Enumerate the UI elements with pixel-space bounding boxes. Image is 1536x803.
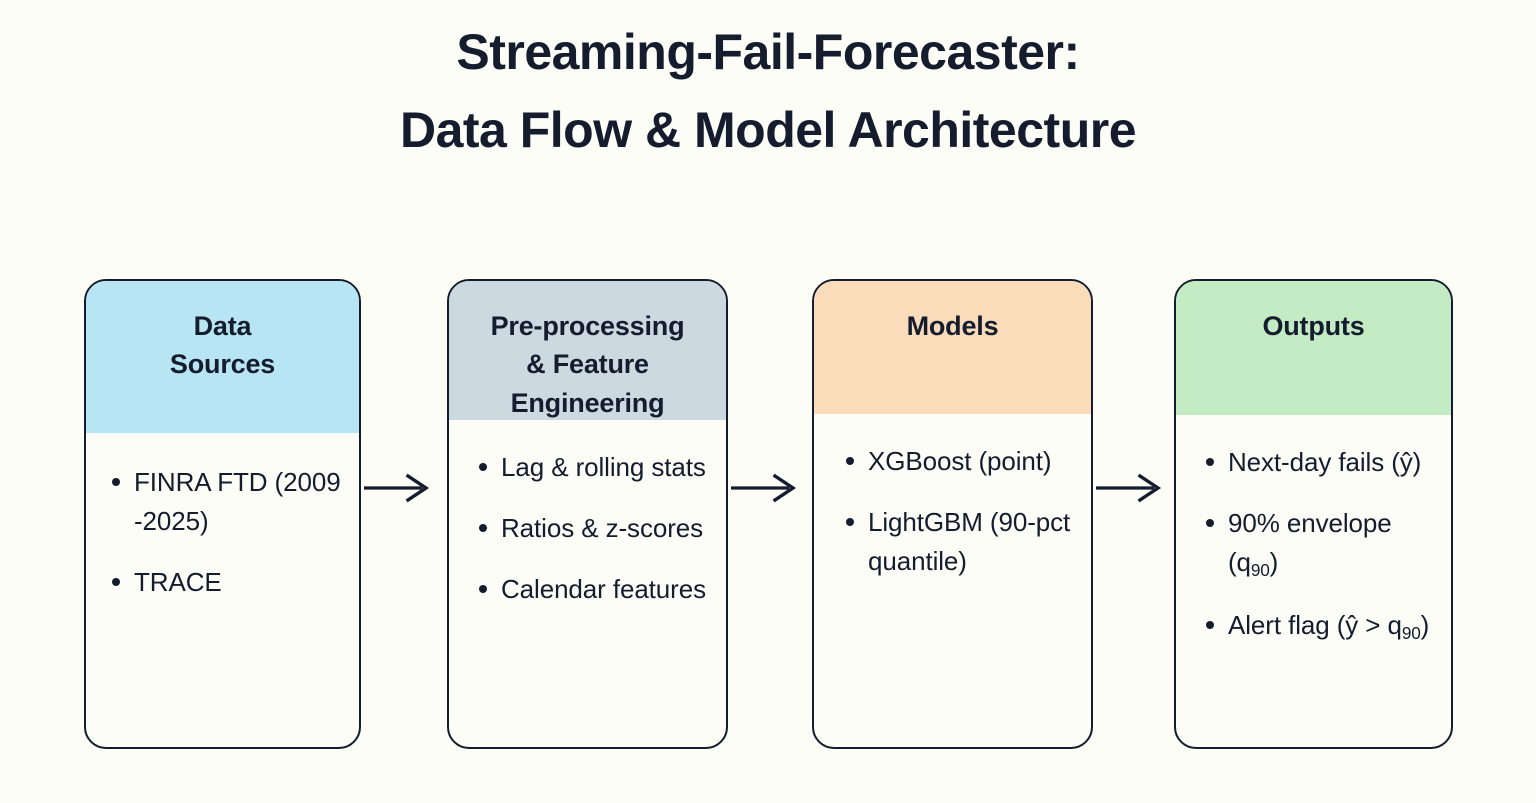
header-line: Engineering	[510, 387, 665, 418]
flow-card-models: Models XGBoost (point) LightGBM (90-pct …	[812, 279, 1093, 749]
list-item: XGBoost (point)	[842, 442, 1077, 481]
header-line: Models	[906, 311, 999, 341]
flow-card-data-sources: Data Sources FINRA FTD (2009 -2025) TRAC…	[84, 279, 361, 749]
flow-card-header-data-sources: Data Sources	[86, 281, 359, 433]
header-line: Data	[193, 311, 252, 341]
list-item: Ratios & z-scores	[475, 509, 712, 548]
list-item: Calendar features	[475, 570, 712, 609]
page-title: Streaming-Fail-Forecaster: Data Flow & M…	[0, 14, 1536, 169]
header-line: Sources	[169, 349, 276, 380]
flow-card-outputs: Outputs Next-day fails (ŷ) 90% envelope …	[1174, 279, 1453, 749]
bullet-list-outputs: Next-day fails (ŷ) 90% envelope (q90) Al…	[1202, 443, 1437, 646]
header-line: Pre-processing	[490, 311, 685, 341]
page-title-line-2: Data Flow & Model Architecture	[399, 101, 1137, 158]
arrow-right-icon	[364, 473, 432, 503]
list-item: Next-day fails (ŷ)	[1202, 443, 1437, 482]
bullet-list-preprocessing: Lag & rolling stats Ratios & z-scores Ca…	[475, 448, 712, 609]
header-line: Outputs	[1262, 311, 1365, 341]
flow-card-header-preprocessing: Pre-processing & Feature Engineering	[449, 281, 726, 420]
list-item: 90% envelope (q90)	[1202, 504, 1437, 584]
list-item: TRACE	[108, 563, 345, 602]
list-item: LightGBM (90-pct quantile)	[842, 503, 1077, 581]
list-item: FINRA FTD (2009 -2025)	[108, 463, 345, 541]
flow-card-header-models: Models	[814, 281, 1091, 414]
flow-card-preprocessing: Pre-processing & Feature Engineering Lag…	[447, 279, 728, 749]
bullet-list-data-sources: FINRA FTD (2009 -2025) TRACE	[108, 463, 345, 602]
flow-diagram: Data Sources FINRA FTD (2009 -2025) TRAC…	[0, 279, 1536, 751]
flow-card-body-models: XGBoost (point) LightGBM (90-pct quantil…	[814, 414, 1091, 747]
flow-card-body-outputs: Next-day fails (ŷ) 90% envelope (q90) Al…	[1176, 415, 1451, 747]
bullet-list-models: XGBoost (point) LightGBM (90-pct quantil…	[842, 442, 1077, 581]
flow-card-header-outputs: Outputs	[1176, 281, 1451, 415]
arrow-right-icon	[1096, 473, 1164, 503]
list-item: Lag & rolling stats	[475, 448, 712, 487]
list-item: Alert flag (ŷ > q90)	[1202, 606, 1437, 647]
flow-card-body-data-sources: FINRA FTD (2009 -2025) TRACE	[86, 433, 359, 747]
header-line: & Feature	[526, 349, 649, 380]
flow-card-body-preprocessing: Lag & rolling stats Ratios & z-scores Ca…	[449, 420, 726, 747]
arrow-right-icon	[731, 473, 799, 503]
page-title-line-1: Streaming-Fail-Forecaster:	[456, 24, 1080, 80]
